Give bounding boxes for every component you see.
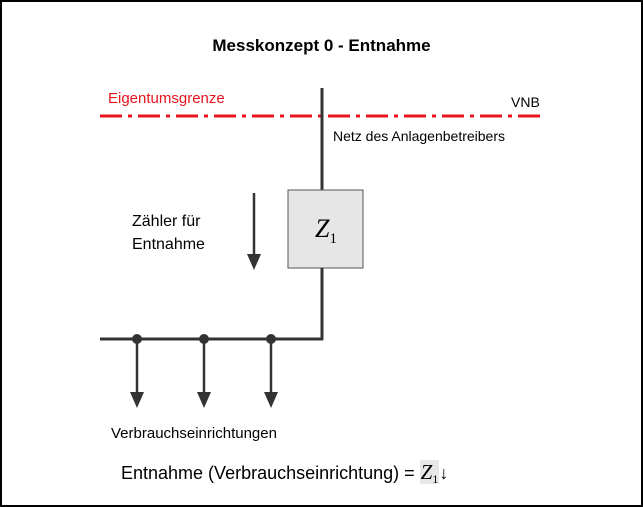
meter-symbol-letter: Z	[315, 214, 330, 243]
consumer-tap-2	[197, 334, 211, 408]
consumer-tap-3	[264, 334, 278, 408]
meter-symbol-index: 1	[329, 231, 337, 247]
consumer-arrow-head	[264, 392, 278, 408]
formula-symbol-index: 1	[432, 472, 439, 486]
formula-meter-symbol: Z1	[419, 460, 440, 486]
diagram-title: Messkonzept 0 - Entnahme	[212, 36, 431, 55]
meter-description: Zähler für Entnahme	[132, 210, 205, 256]
meter-symbol: Z1	[288, 214, 364, 248]
meter-description-line-1: Zähler für	[132, 213, 201, 230]
formula-left-text: Entnahme (Verbrauchseinrichtung) =	[121, 463, 420, 483]
meter-box	[287, 189, 364, 269]
consumers-label: Verbrauchseinrichtungen	[111, 425, 277, 442]
consumer-arrow-head	[197, 392, 211, 408]
grid-operator-label: VNB	[511, 94, 540, 110]
formula: Entnahme (Verbrauchseinrichtung) = Z1↓	[121, 460, 448, 487]
consumer-tap-1	[130, 334, 144, 408]
consumer-arrow-head	[130, 392, 144, 408]
property-boundary-label: Eigentumsgrenze	[108, 90, 225, 107]
formula-symbol-letter: Z	[420, 460, 433, 484]
meter-direction-arrow-head	[247, 254, 261, 270]
meter-description-line-2: Entnahme	[132, 236, 205, 253]
formula-arrow: ↓	[439, 463, 449, 483]
plant-operator-network-label: Netz des Anlagenbetreibers	[333, 128, 505, 144]
